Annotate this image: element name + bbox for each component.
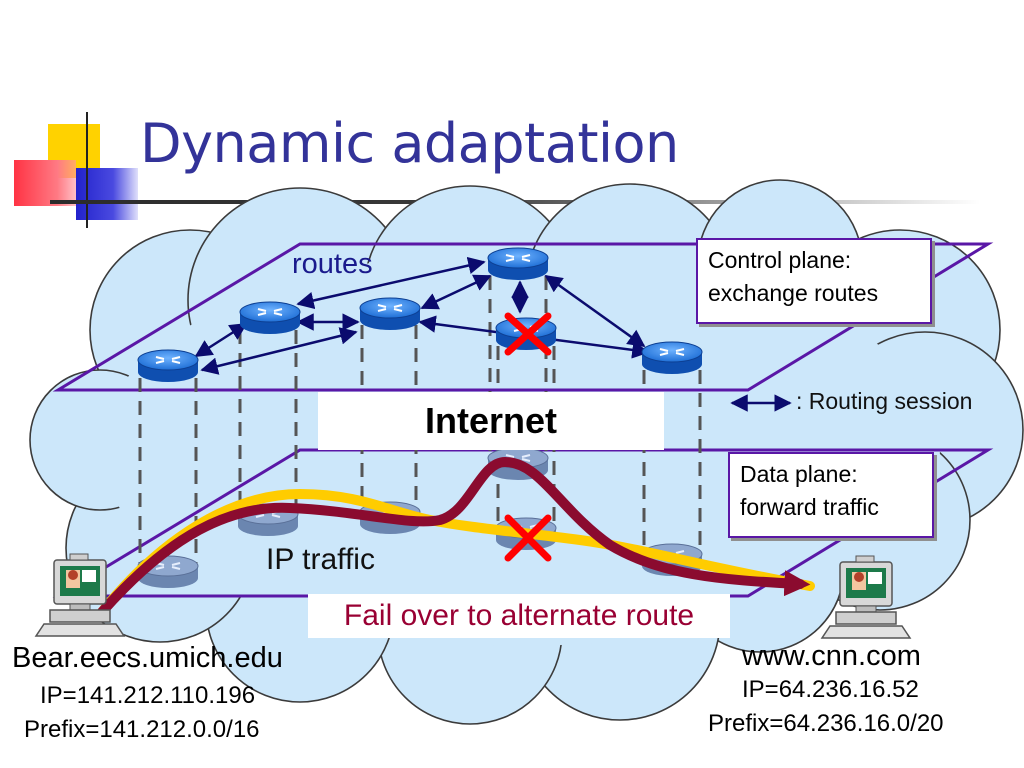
right-host-prefix: Prefix=64.236.16.0/20 <box>708 710 944 737</box>
left-host-prefix: Prefix=141.212.0.0/16 <box>24 716 260 743</box>
right-host-name: www.cnn.com <box>742 640 921 672</box>
data-plane-label: Data plane: forward traffic <box>728 452 934 538</box>
routing-session-legend: : Routing session <box>726 388 972 415</box>
primary-route-path <box>97 456 811 617</box>
right-host-ip: IP=64.236.16.52 <box>742 676 919 703</box>
left-host-ip: IP=141.212.110.196 <box>40 682 256 709</box>
left-host-name: Bear.eecs.umich.edu <box>12 642 283 674</box>
failure-x-icon <box>504 312 552 356</box>
router-icon <box>641 341 703 375</box>
routes-label: routes <box>292 248 373 280</box>
control-plane-line1: Control plane: <box>708 247 852 273</box>
router-icon <box>487 247 549 281</box>
internet-label: Internet <box>318 392 664 450</box>
slide-title: Dynamic adaptation <box>140 112 679 175</box>
router-icon <box>137 349 199 383</box>
control-plane-label: Control plane: exchange routes <box>696 238 932 324</box>
double-arrow-icon <box>730 394 792 412</box>
ip-traffic-label: IP traffic <box>266 543 375 576</box>
control-plane <box>52 242 994 392</box>
decor-red-square <box>14 160 76 206</box>
fail-over-label: Fail over to alternate route <box>308 594 730 638</box>
failure-x-icon <box>504 514 552 562</box>
router-icon <box>359 297 421 331</box>
decor-vertical-rule <box>86 112 88 228</box>
data-plane-line1: Data plane: <box>740 461 858 487</box>
data-plane-line2: forward traffic <box>740 494 879 520</box>
router-icon <box>239 301 301 335</box>
legend-text: : Routing session <box>796 388 973 414</box>
control-plane-line2: exchange routes <box>708 280 879 306</box>
